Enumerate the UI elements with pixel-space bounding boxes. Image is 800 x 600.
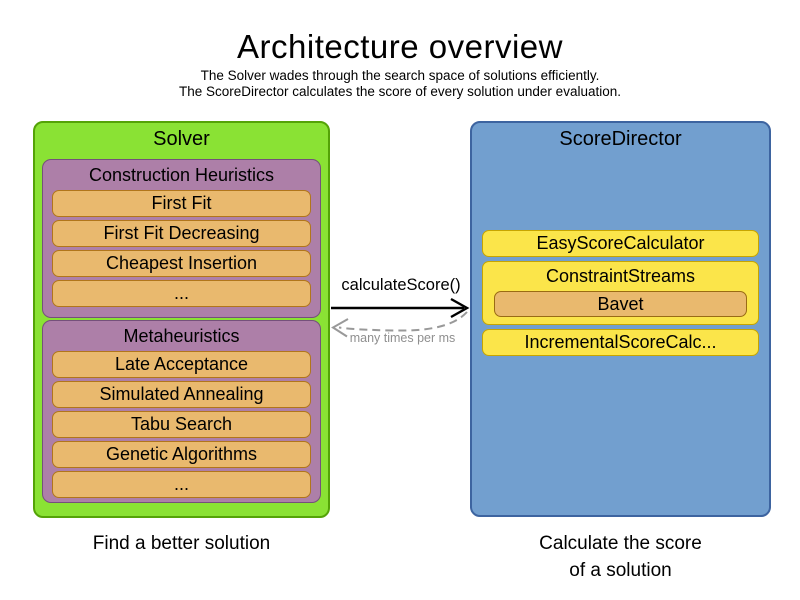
constraint-streams-label: ConstraintStreams: [545, 266, 696, 286]
calculate-score-arrow: [331, 297, 470, 319]
score-director-caption: Calculate the score of a solution: [470, 530, 771, 584]
incremental-score-calculator-box: IncrementalScoreCalc...: [482, 329, 759, 356]
construction-heuristics-title: Construction Heuristics: [88, 165, 275, 185]
metaheuristic-item-genetic-algorithms: Genetic Algorithms: [52, 441, 311, 468]
metaheuristics-title: Metaheuristics: [123, 326, 240, 346]
score-director-caption-line-1: Calculate the score: [539, 533, 702, 554]
solver-panel: Solver Construction Heuristics First Fit…: [33, 121, 330, 518]
constraint-streams-box: ConstraintStreams Bavet: [482, 261, 759, 325]
heuristic-item-first-fit-decreasing: First Fit Decreasing: [52, 220, 311, 247]
calculator-stack: EasyScoreCalculator ConstraintStreams Ba…: [482, 230, 759, 360]
many-times-per-ms-label: many times per ms: [349, 331, 456, 345]
score-director-caption-line-2: of a solution: [569, 560, 672, 581]
metaheuristic-item-late-acceptance: Late Acceptance: [52, 351, 311, 378]
solver-panel-title: Solver: [153, 128, 210, 150]
solver-caption: Find a better solution: [92, 533, 271, 554]
heuristic-item-ellipsis: ...: [52, 280, 311, 307]
metaheuristics-group: Metaheuristics Late Acceptance Simulated…: [42, 320, 321, 503]
subtitle-line-1: The Solver wades through the search spac…: [200, 68, 600, 83]
metaheuristic-item-ellipsis: ...: [52, 471, 311, 498]
subtitle-line-2: The ScoreDirector calculates the score o…: [179, 84, 621, 99]
calculate-score-label: calculateScore(): [341, 276, 461, 294]
metaheuristic-item-tabu-search: Tabu Search: [52, 411, 311, 438]
heuristic-item-cheapest-insertion: Cheapest Insertion: [52, 250, 311, 277]
metaheuristic-item-simulated-annealing: Simulated Annealing: [52, 381, 311, 408]
page-title: Architecture overview: [237, 28, 563, 65]
heuristic-item-first-fit: First Fit: [52, 190, 311, 217]
easy-score-calculator-box: EasyScoreCalculator: [482, 230, 759, 257]
bavet-box: Bavet: [494, 291, 747, 317]
score-director-panel: ScoreDirector EasyScoreCalculator Constr…: [470, 121, 771, 517]
construction-heuristics-group: Construction Heuristics First Fit First …: [42, 159, 321, 318]
score-director-panel-title: ScoreDirector: [559, 128, 682, 150]
